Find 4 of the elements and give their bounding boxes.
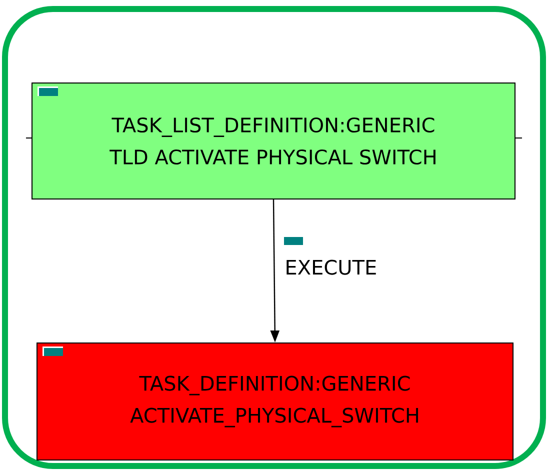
group-frame (2, 6, 546, 469)
edge-label: EXECUTE (286, 260, 376, 275)
task-box: TASK_DEFINITION:GENERIC ACTIVATE_PHYSICAL_SWITCH (36, 342, 514, 460)
task-list-box: TASK_LIST_DEFINITION:GENERIC TLD ACTIVATE PHYSICAL SWITCH (32, 82, 516, 200)
